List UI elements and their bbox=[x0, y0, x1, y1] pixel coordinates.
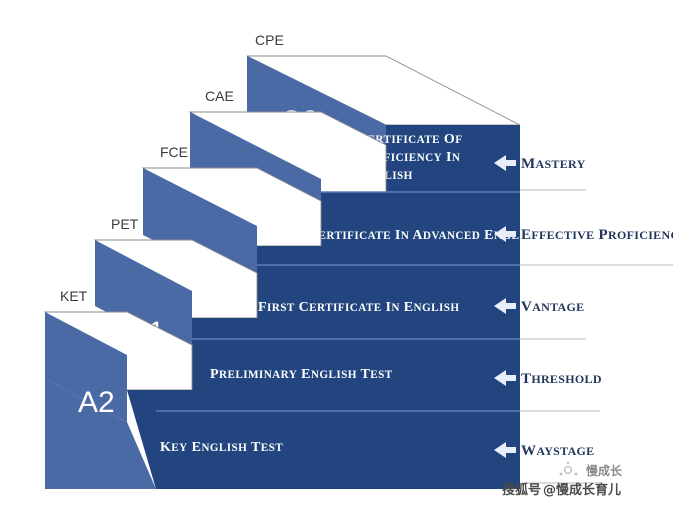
front-face-separators bbox=[156, 191, 520, 412]
watermark-at-symbol: @ bbox=[543, 483, 556, 498]
right-label-vantage: VANTAGE bbox=[521, 299, 584, 315]
right-label-effective-proficiency: EFFECTIVE PROFICIENCY bbox=[521, 227, 673, 243]
step-fce-exam-code: FCE bbox=[160, 144, 188, 160]
step-pet-b1[interactable]: B1 PRELIMINARY ENGLISH TEST PET THRESHOL… bbox=[93, 216, 602, 411]
step-cpe-front-face bbox=[386, 125, 520, 192]
watermark-logo-dot-3 bbox=[566, 461, 570, 465]
arrow-icon-threshold bbox=[494, 370, 516, 386]
step-pet-front-face bbox=[192, 318, 520, 411]
step-pet-exam-code: PET bbox=[111, 216, 139, 232]
step-ket-front-face bbox=[127, 390, 520, 489]
step-fce-exam-name: FIRST CERTIFICATE IN ENGLISH bbox=[258, 300, 460, 315]
step-cae-exam-name: CERTIFICATE IN ADVANCED ENGLISH bbox=[308, 228, 540, 243]
watermark-logo-label: 慢成长 bbox=[586, 463, 623, 478]
arrow-icon-waystage bbox=[494, 442, 516, 458]
arrow-icon-effective-proficiency bbox=[494, 226, 516, 242]
right-label-mastery: MASTERY bbox=[521, 156, 586, 172]
step-ket-exam-code: KET bbox=[60, 288, 88, 304]
watermark-logo-circle bbox=[564, 466, 572, 474]
step-pet-side-face bbox=[95, 240, 192, 357]
arrow-icon-mastery bbox=[494, 155, 516, 171]
watermark-platform: 搜狐号 bbox=[502, 482, 541, 498]
step-ket-side-face-lower bbox=[45, 379, 156, 489]
step-ket-cefr-label: A2 bbox=[78, 386, 115, 419]
step-cpe-exam-code: CPE bbox=[255, 32, 284, 48]
step-ket-side-face bbox=[45, 312, 127, 422]
right-label-threshold: THRESHOLD bbox=[521, 371, 602, 387]
right-label-waystage: WAYSTAGE bbox=[521, 443, 594, 459]
watermark-account: 慢成长育儿 bbox=[556, 482, 621, 498]
watermark: 慢成长 搜狐号 @ 慢成长育儿 bbox=[502, 461, 623, 498]
step-cae-exam-code: CAE bbox=[205, 88, 234, 104]
step-ket-a2[interactable]: A2 KEY ENGLISH TEST KET WAYSTAGE bbox=[43, 288, 594, 489]
step-pet-exam-name: PRELIMINARY ENGLISH TEST bbox=[210, 367, 393, 382]
arrow-icon-vantage bbox=[494, 298, 516, 314]
watermark-logo-dot-2 bbox=[574, 472, 578, 476]
watermark-logo-dot-1 bbox=[559, 472, 563, 476]
guide-lines bbox=[520, 189, 673, 484]
step-ket-exam-name: KEY ENGLISH TEST bbox=[160, 440, 283, 455]
step-fce-front-face bbox=[257, 246, 520, 339]
watermark-logo-icon bbox=[559, 461, 578, 476]
